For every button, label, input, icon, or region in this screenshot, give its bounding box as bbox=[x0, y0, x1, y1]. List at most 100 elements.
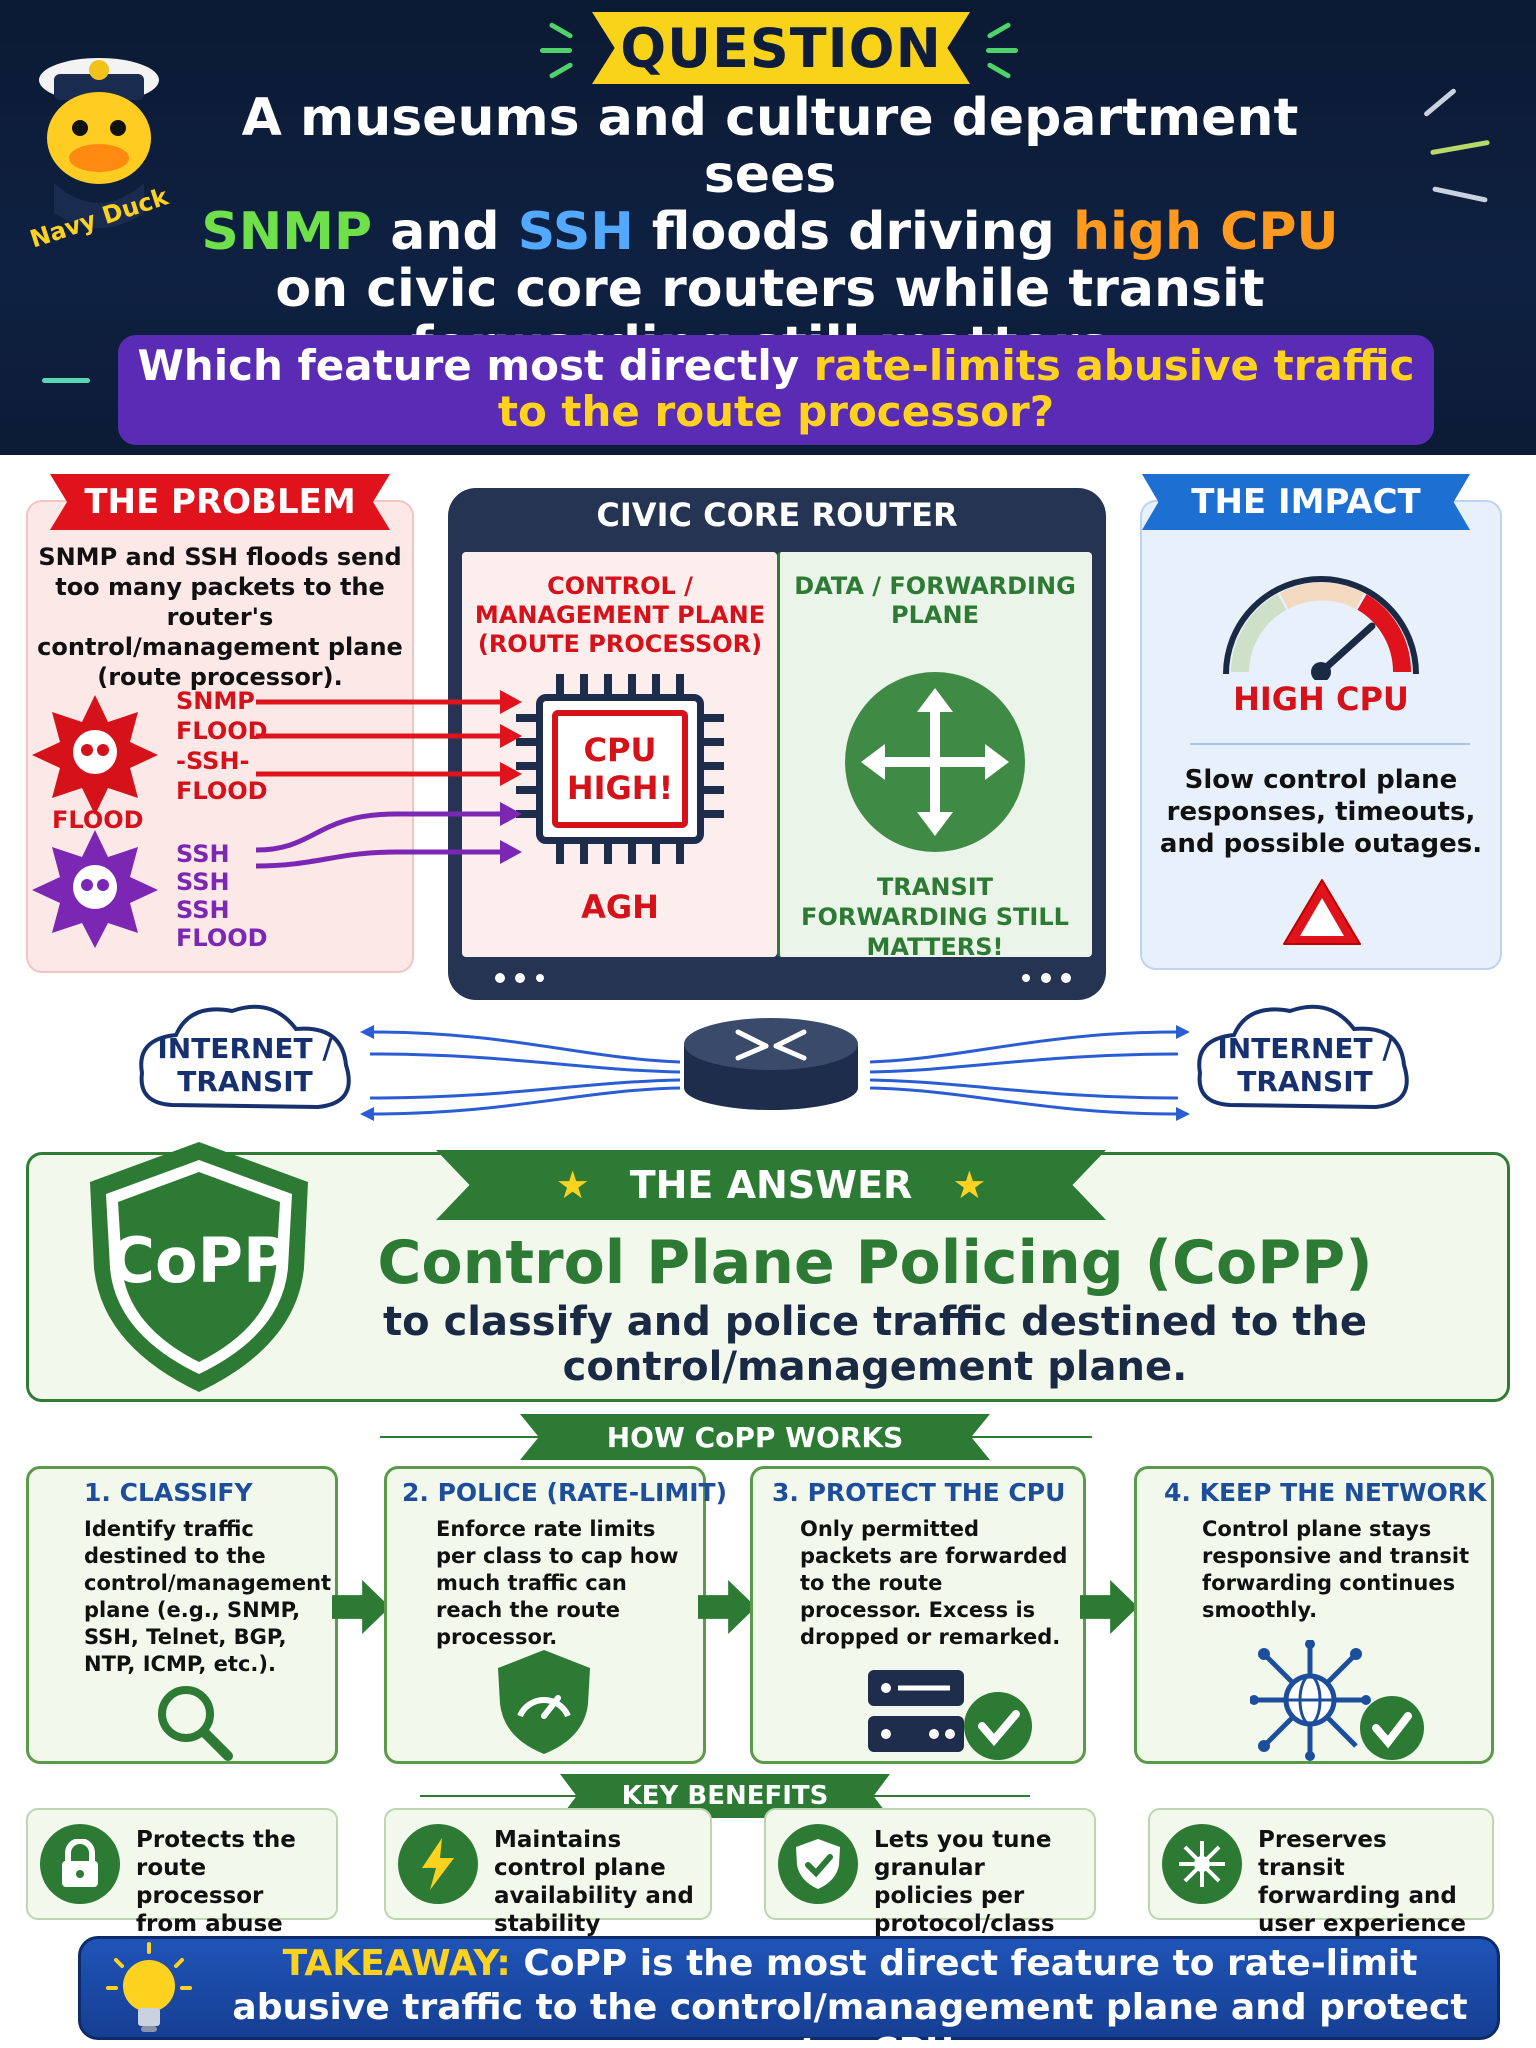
question-text: A museums and culture department sees SN… bbox=[180, 90, 1360, 375]
warning-icon bbox=[1283, 879, 1361, 945]
transit-lines bbox=[360, 1025, 1190, 1121]
takeaway-label: TAKEAWAY: bbox=[282, 1943, 511, 1984]
high-cpu-label: HIGH CPU bbox=[1233, 680, 1409, 718]
step-1-title: 1. CLASSIFY bbox=[84, 1478, 253, 1507]
step-4-title: 4. KEEP THE NETWORK bbox=[1164, 1478, 1487, 1507]
step-arrow-icon bbox=[332, 1580, 390, 1634]
speedometer-shield-icon bbox=[498, 1650, 590, 1754]
question-line-2: SNMP and SSH floods driving high CPU bbox=[180, 204, 1360, 261]
transit-forwarding-note: TRANSIT FORWARDING STILL MATTERS! bbox=[801, 873, 1069, 961]
magnifier-icon bbox=[158, 1686, 233, 1761]
forwarding-router-icon bbox=[845, 672, 1025, 852]
snmp-label-line-2: FLOOD bbox=[176, 717, 268, 745]
impact-ribbon: THE IMPACT bbox=[1142, 474, 1470, 530]
takeaway-bar bbox=[78, 1936, 1500, 2040]
benefit-card-3: Lets you tune granular policies per prot… bbox=[764, 1808, 1096, 1937]
internet-transit-right: INTERNET / TRANSIT bbox=[1217, 1032, 1393, 1098]
benefit-card-1: Protects the route processor from abuse bbox=[26, 1808, 338, 1937]
answer-main-text: Control Plane Policing (CoPP) bbox=[377, 1228, 1373, 1298]
floods-driving: floods driving bbox=[651, 202, 1055, 262]
core-switch-icon bbox=[684, 1018, 858, 1110]
how-ribbon: HOW CoPP WORKS bbox=[520, 1414, 990, 1460]
snmp-label-line-1: SNMP bbox=[176, 687, 255, 715]
lightning-icon bbox=[398, 1824, 478, 1904]
cloud-left-icon bbox=[139, 1004, 351, 1110]
benefit-text-1: Protects the route processor from abuse bbox=[136, 1827, 296, 1937]
sub-question-line-2: to the route processor? bbox=[497, 387, 1055, 436]
answer-ribbon-label: THE ANSWER bbox=[629, 1163, 913, 1207]
control-plane-title: CONTROL / MANAGEMENT PLANE (ROUTE PROCES… bbox=[474, 572, 766, 658]
lightbulb-icon bbox=[106, 1942, 192, 2032]
benefit-card-4: Preserves transit forwarding and user ex… bbox=[1148, 1808, 1494, 1937]
snmp-highlight: SNMP bbox=[201, 202, 373, 262]
step-2-title: 2. POLICE (RATE-LIMIT) bbox=[402, 1478, 728, 1507]
answer-subtext: to classify and police traffic destined … bbox=[383, 1299, 1367, 1390]
benefit-text-3: Lets you tune granular policies per prot… bbox=[874, 1827, 1055, 1937]
banner-dash bbox=[986, 48, 1018, 53]
question-banner: QUESTION bbox=[592, 12, 970, 84]
duck-mascot-icon bbox=[39, 58, 159, 228]
flood-burst-icons bbox=[32, 695, 158, 948]
server-check-icon bbox=[868, 1670, 1032, 1760]
step-3-title: 3. PROTECT THE CPU bbox=[772, 1478, 1066, 1507]
sub-question-highlight: rate-limits abusive traffic bbox=[813, 341, 1415, 390]
ssh-highlight: SSH bbox=[517, 202, 634, 262]
answer-ribbon: ★ THE ANSWER ★ bbox=[436, 1150, 1106, 1220]
step-4-desc: Control plane stays responsive and trans… bbox=[1202, 1517, 1470, 1622]
lock-icon bbox=[40, 1824, 120, 1904]
sub-question-line-1: Which feature most directly rate-limits … bbox=[118, 343, 1434, 389]
problem-description: SNMP and SSH floods send too many packet… bbox=[37, 543, 403, 691]
ssh-label-line-1: SSH bbox=[176, 896, 230, 924]
flood-left-label: FLOOD bbox=[52, 806, 144, 834]
takeaway-body: CoPP is the most direct feature to rate-… bbox=[232, 1943, 1468, 2048]
question-line-3: on civic core routers while transit bbox=[275, 259, 1265, 319]
star-icon: ★ bbox=[555, 1163, 590, 1207]
cloud-right-icon bbox=[1197, 1004, 1409, 1110]
cpu-high-label: CPU HIGH! bbox=[552, 710, 688, 828]
banner-dash bbox=[540, 48, 572, 53]
impact-description: Slow control plane responses, timeouts, … bbox=[1159, 765, 1483, 859]
star-icon: ★ bbox=[952, 1163, 987, 1207]
step-3-desc: Only permitted packets are forwarded to … bbox=[800, 1517, 1068, 1649]
ssh-flood-label: SSH SSH SSH FLOOD bbox=[176, 840, 268, 952]
data-plane-title: DATA / FORWARDING PLANE bbox=[794, 572, 1076, 629]
router-dots bbox=[1022, 973, 1071, 983]
internet-transit-left: INTERNET / TRANSIT bbox=[157, 1032, 333, 1098]
flood-arrows bbox=[256, 690, 522, 869]
step-protect-card bbox=[750, 1466, 1086, 1764]
flood-label: FLOOD bbox=[176, 777, 268, 805]
step-classify-card bbox=[26, 1466, 338, 1764]
benefit-card-2: Maintains control plane availability and… bbox=[384, 1808, 712, 1937]
copp-shield-label: CoPP bbox=[109, 1224, 289, 1297]
sub-question: Which feature most directly rate-limits … bbox=[118, 335, 1434, 445]
step-arrow-icon bbox=[1080, 1580, 1138, 1634]
cpu-chip-icon bbox=[536, 694, 704, 844]
problem-ribbon: THE PROBLEM bbox=[50, 474, 390, 530]
globe-network-icon bbox=[1250, 1640, 1424, 1761]
router-title: CIVIC CORE ROUTER bbox=[596, 496, 958, 534]
impact-divider bbox=[1190, 743, 1470, 745]
and-word: and bbox=[390, 202, 500, 262]
router-dots bbox=[495, 973, 544, 983]
high-cpu-highlight: high CPU bbox=[1072, 202, 1339, 262]
network-arrows-icon bbox=[1162, 1824, 1242, 1904]
takeaway-text: TAKEAWAY: CoPP is the most direct featur… bbox=[210, 1942, 1490, 2048]
benefit-text-2: Maintains control plane availability and… bbox=[494, 1827, 694, 1937]
benefit-text-4: Preserves transit forwarding and user ex… bbox=[1258, 1827, 1466, 1937]
shield-check-icon bbox=[778, 1824, 858, 1904]
copp-shield-icon bbox=[90, 1142, 308, 1392]
agh-label: AGH bbox=[581, 888, 659, 926]
garbled-label: -SSH- bbox=[176, 747, 250, 775]
step-2-desc: Enforce rate limits per class to cap how… bbox=[436, 1517, 679, 1649]
chip-pins-icon bbox=[516, 674, 724, 864]
navy-duck-mascot: Navy Duck bbox=[14, 8, 184, 253]
ssh-garble-1: SSH bbox=[176, 840, 230, 868]
step-arrow-icon bbox=[698, 1580, 756, 1634]
gauge-icon bbox=[1223, 576, 1419, 680]
ssh-label-line-2: FLOOD bbox=[176, 924, 268, 952]
step-1-desc: Identify traffic destined to the control… bbox=[84, 1517, 332, 1676]
sub-question-prefix: Which feature most directly bbox=[137, 341, 800, 390]
deco-dash bbox=[42, 378, 90, 383]
snmp-flood-label: SNMP FLOOD -SSH- FLOOD bbox=[176, 686, 268, 806]
ssh-garble-2: SSH bbox=[176, 868, 230, 896]
